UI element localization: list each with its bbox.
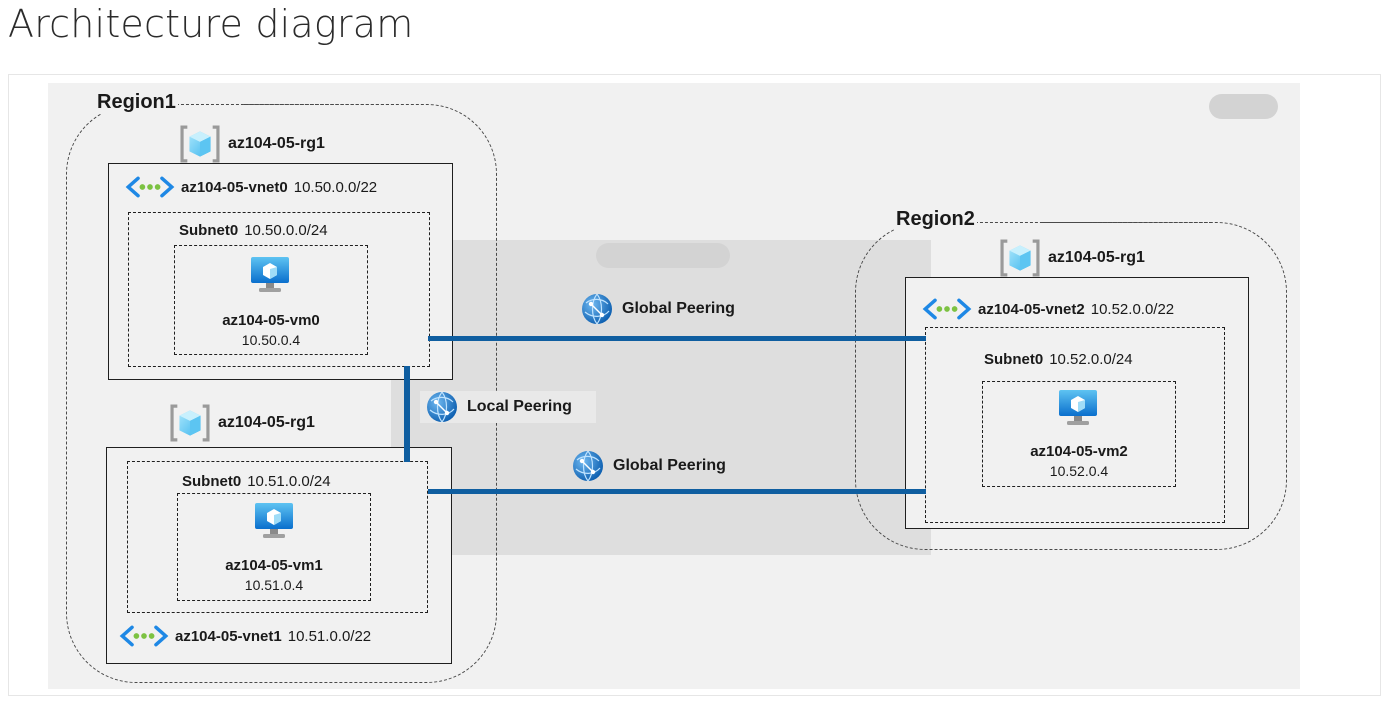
vnet0-label: az104-05-vnet0 10.50.0.0/22 [125,175,377,199]
vm2-box[interactable]: az104-05-vm2 10.52.0.4 [982,381,1176,487]
vnet-name: az104-05-vnet0 [181,178,288,196]
resource-group-icon [168,404,212,442]
global-peering-link-top [428,336,926,341]
vnet-icon [125,175,175,199]
peering-text: Global Peering [613,457,726,474]
page-title: Architecture diagram [8,2,414,46]
virtual-machine-icon [1057,388,1099,428]
subnet0-box-vnet2 [925,327,1225,523]
global-peering-link-bottom [428,489,926,494]
region2-rule [1042,222,1212,223]
vm0-box[interactable]: az104-05-vm0 10.50.0.4 [174,245,368,355]
subnet-name: Subnet0 [182,473,242,490]
subnet-name: Subnet0 [179,222,239,239]
vm-ip: 10.52.0.4 [1049,463,1109,479]
subnet-cidr: 10.51.0.0/24 [247,473,331,490]
resource-group-label-2: az104-05-rg1 [168,404,315,442]
global-peering-label-top: Global Peering [580,292,735,326]
vm-name: az104-05-vm0 [222,312,320,329]
vm-ip: 10.51.0.4 [244,577,304,593]
vnet1-label: az104-05-vnet1 10.51.0.0/22 [119,624,371,648]
subnet0-label-vnet0: Subnet0 10.50.0.0/24 [179,222,328,239]
vnet-cidr: 10.52.0.0/22 [1090,300,1175,318]
vnet1-box [106,447,452,664]
resource-group-icon [998,239,1042,277]
vnet-icon [119,624,169,648]
peering-globe-icon [425,390,459,424]
vm-ip: 10.50.0.4 [241,332,301,348]
subnet-name: Subnet0 [984,351,1044,368]
rg-name: az104-05-rg1 [228,135,325,152]
peering-globe-icon [571,449,605,483]
subnet0-label-vnet2: Subnet0 10.52.0.0/24 [984,351,1133,368]
vnet-icon [922,297,972,321]
vnet2-label: az104-05-vnet2 10.52.0.0/22 [922,297,1174,321]
resource-group-label-1: az104-05-rg1 [178,125,325,163]
local-peering-label: Local Peering [425,390,572,424]
rg-name: az104-05-rg1 [1048,249,1145,266]
rg-name: az104-05-rg1 [218,414,315,431]
subnet-cidr: 10.52.0.0/24 [1049,351,1133,368]
peering-text: Local Peering [467,398,572,415]
vm1-box[interactable]: az104-05-vm1 10.51.0.4 [177,493,371,601]
region2-label: Region2 [894,208,977,231]
virtual-machine-icon [249,255,291,295]
region1-label: Region1 [95,91,178,114]
vnet-cidr: 10.51.0.0/22 [287,627,372,645]
vm-name: az104-05-vm2 [1030,443,1128,460]
subnet0-box-vnet1 [127,461,428,613]
peering-text: Global Peering [622,300,735,317]
virtual-machine-icon [253,501,295,541]
resource-group-icon [178,125,222,163]
subnet0-box-vnet0 [128,212,430,367]
resource-group-label-3: az104-05-rg1 [998,239,1145,277]
vnet-name: az104-05-vnet2 [978,300,1085,318]
region1-rule [244,104,394,105]
vnet-cidr: 10.50.0.0/22 [293,178,378,196]
overlay-control-pill[interactable] [596,243,730,268]
subnet-cidr: 10.50.0.0/24 [244,222,328,239]
local-peering-link [404,366,410,462]
canvas-control-pill[interactable] [1209,94,1278,119]
global-peering-label-bottom: Global Peering [571,449,726,483]
peering-globe-icon [580,292,614,326]
vm-name: az104-05-vm1 [225,557,323,574]
vnet-name: az104-05-vnet1 [175,627,282,645]
subnet0-label-vnet1: Subnet0 10.51.0.0/24 [182,473,331,490]
